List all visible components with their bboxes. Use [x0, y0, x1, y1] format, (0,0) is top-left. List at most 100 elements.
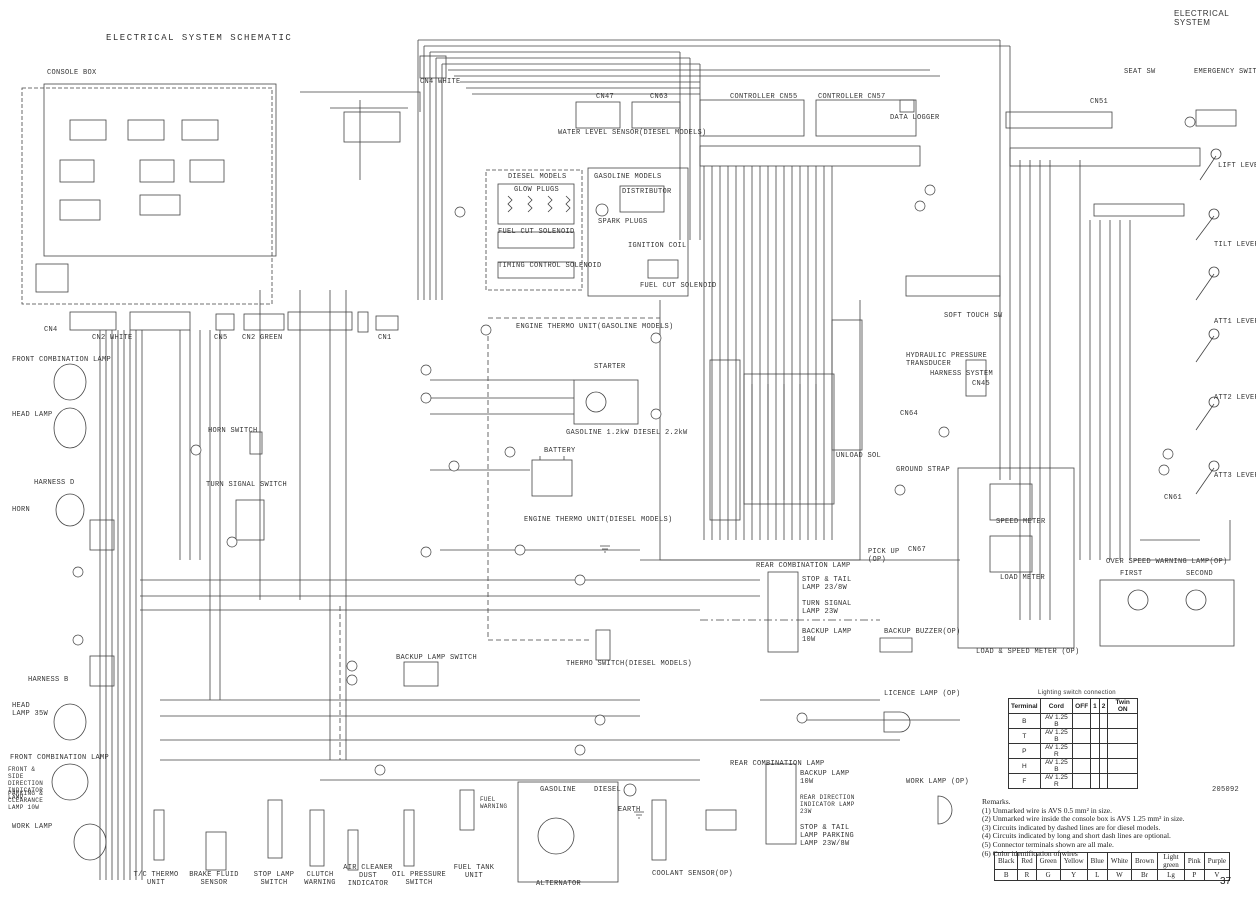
label-load-speed-meter: LOAD & SPEED METER (OP): [976, 648, 1080, 656]
label-att1-lever: ATT1 LEVER: [1214, 318, 1256, 326]
label-cn4-white: CN4 WHITE: [420, 78, 461, 86]
label-distributor: DISTRIBUTOR: [622, 188, 672, 196]
remark-item: (2) Unmarked wire inside the console box…: [982, 814, 1185, 824]
label-backup-lamp: BACKUP LAMP 10W: [802, 628, 852, 644]
lighting-header: Terminal: [1008, 698, 1041, 714]
terminal-cell: P: [1008, 743, 1041, 759]
color-name: Green: [1035, 852, 1061, 870]
label-soft-touch: SOFT TOUCH SW: [944, 312, 1003, 320]
label-horn: HORN: [12, 506, 31, 514]
label-cn1: CN1: [378, 334, 392, 342]
label-licence-lamp: LICENCE LAMP (OP): [884, 690, 961, 698]
label-water-level: WATER LEVEL SENSOR(DIESEL MODELS): [558, 129, 707, 137]
color-code: Br: [1130, 869, 1159, 881]
label-cn4: CN4: [44, 326, 58, 334]
label-turn-signal-lamp: TURN SIGNAL LAMP 23W: [802, 600, 852, 616]
label-alternator: ALTERNATOR: [536, 880, 582, 888]
label-controller-cn57: CONTROLLER CN57: [818, 93, 886, 101]
label-battery: BATTERY: [544, 447, 576, 455]
table-row: F AV 1.25 R: [1008, 773, 1138, 789]
label-thermo-switch: THERMO SWITCH(DIESEL MODELS): [566, 660, 693, 668]
label-cn51: CN51: [1090, 98, 1109, 106]
label-cn63: CN63: [650, 93, 669, 101]
table-row: H AV 1.25 B: [1008, 758, 1138, 774]
lighting-header: Twin ON: [1107, 698, 1138, 714]
label-gasoline-diesel-kw: GASOLINE 1.2kW DIESEL 2.2kW: [566, 429, 688, 437]
label-over-speed: OVER SPEED WARNING LAMP(OP): [1106, 558, 1228, 566]
label-head-lamp: HEAD LAMP: [12, 411, 53, 419]
color-name: Red: [1017, 852, 1037, 870]
color-name: Light green: [1157, 852, 1185, 870]
label-rear-combination-lamp: REAR COMBINATION LAMP: [756, 562, 851, 570]
remarks-heading: Remarks.: [982, 797, 1011, 806]
page-title: ELECTRICAL SYSTEM SCHEMATIC: [106, 33, 293, 43]
color-name: Purple: [1203, 852, 1231, 870]
color-code: Y: [1059, 869, 1088, 881]
lighting-table-caption: Lighting switch connection: [1038, 690, 1116, 696]
label-clutch: CLUTCH WARNING: [304, 871, 336, 887]
label-seat-sw: SEAT SW: [1124, 68, 1156, 76]
label-diesel: DIESEL: [594, 786, 622, 794]
cord-cell: AV 1.25 R: [1039, 743, 1074, 759]
label-cn67: CN67: [908, 546, 927, 554]
page-number: 37: [1220, 876, 1232, 887]
table-row: T AV 1.25 B: [1008, 728, 1138, 744]
table-row: B AV 1.25 B: [1008, 713, 1138, 729]
cord-cell: AV 1.25 R: [1039, 773, 1074, 789]
label-console-box: CONSOLE BOX: [47, 69, 97, 77]
color-code: B: [993, 869, 1019, 881]
label-harness-b: HARNESS B: [28, 676, 69, 684]
label-controller-cn55: CONTROLLER CN55: [730, 93, 798, 101]
label-spark-plugs: SPARK PLUGS: [598, 218, 648, 226]
label-cn45: CN45: [972, 380, 991, 388]
label-ground-strap: GROUND STRAP: [896, 466, 951, 474]
system-label: ELECTRICAL SYSTEM: [1174, 9, 1230, 27]
label-brake-fluid: BRAKE FLUID SENSOR: [189, 871, 239, 887]
color-code: P: [1183, 869, 1205, 881]
label-cn2-green: CN2 GREEN: [242, 334, 283, 342]
label-starter: STARTER: [594, 363, 626, 371]
label-rear-combination-lamp-2: REAR COMBINATION LAMP: [730, 760, 825, 768]
label-harness-system: HARNESS SYSTEM: [930, 370, 994, 378]
label-work-lamp-left: WORK LAMP: [12, 823, 53, 831]
label-speed-meter: SPEED METER: [996, 518, 1046, 526]
terminal-cell: H: [1008, 758, 1041, 774]
color-code-table: Black Red Green Yellow Blue White Brown …: [993, 852, 1231, 881]
label-tilt-lever: TILT LEVER: [1214, 241, 1256, 249]
remark-item: (3) Circuits indicated by dashed lines a…: [982, 822, 1161, 832]
color-name: Brown: [1130, 852, 1159, 870]
color-name: White: [1106, 852, 1132, 870]
label-cn64: CN64: [900, 410, 919, 418]
label-stop-lamp-switch: STOP LAMP SWITCH: [253, 871, 295, 887]
label-hydraulic-transducer: HYDRAULIC PRESSURE TRANSDUCER: [906, 352, 988, 368]
color-code: L: [1086, 869, 1108, 881]
label-unload-sol: UNLOAD SOL: [836, 452, 882, 460]
cord-cell: AV 1.25 B: [1039, 728, 1074, 744]
color-code: W: [1106, 869, 1132, 881]
color-code: R: [1017, 869, 1037, 881]
label-timing-control: TIMING CONTROL SOLENOID: [498, 262, 602, 270]
label-pick-up: PICK UP (OP): [868, 548, 900, 564]
label-load-meter: LOAD METER: [1000, 574, 1046, 582]
lighting-header: 1: [1090, 698, 1100, 714]
label-emergency-switch: EMERGENCY SWITCH: [1194, 68, 1256, 76]
label-second: SECOND: [1186, 570, 1214, 578]
label-cn5: CN5: [214, 334, 228, 342]
label-att2-lever: ATT2 LEVER: [1214, 394, 1256, 402]
label-first: FIRST: [1120, 570, 1143, 578]
label-tc-thermo: T/C THERMO UNIT: [133, 871, 179, 887]
label-front-side-direction: FRONT & SIDE DIRECTION INDICATOR LAMP: [8, 766, 44, 801]
label-ignition-coil: IGNITION COIL: [628, 242, 687, 250]
label-parking-clearance: PARKING & CLEARANCE LAMP 10W: [8, 790, 44, 811]
label-engine-thermo-gas: ENGINE THERMO UNIT(GASOLINE MODELS): [516, 323, 674, 331]
cord-cell: AV 1.25 B: [1039, 713, 1074, 729]
label-work-lamp-right: WORK LAMP (OP): [906, 778, 970, 786]
label-lift-lever: LIFT LEVER: [1218, 162, 1256, 170]
label-head-lamp-35w: HEAD LAMP 35W: [12, 702, 49, 718]
color-code: Lg: [1157, 869, 1185, 881]
label-turn-signal-switch: TURN SIGNAL SWITCH: [206, 481, 288, 489]
label-backup-lamp-switch: BACKUP LAMP SWITCH: [396, 654, 478, 662]
color-name: Pink: [1183, 852, 1205, 870]
color-name: Blue: [1086, 852, 1108, 870]
label-harness-d: HARNESS D: [34, 479, 75, 487]
